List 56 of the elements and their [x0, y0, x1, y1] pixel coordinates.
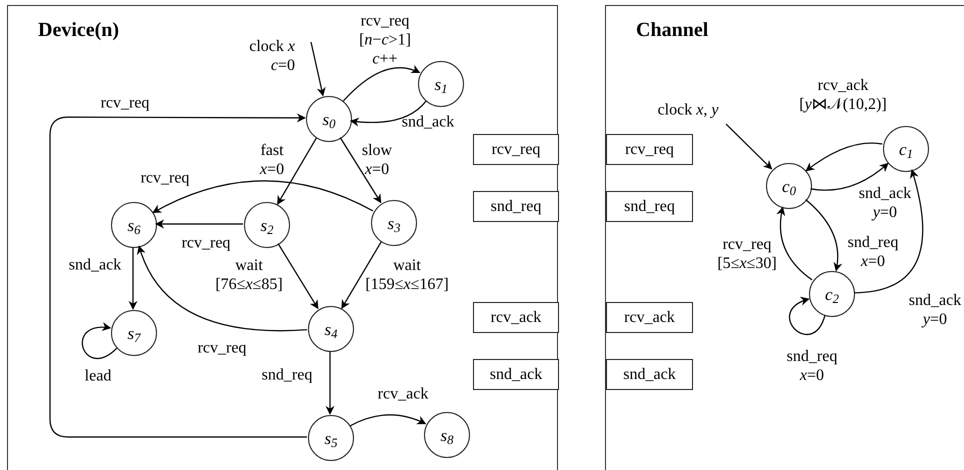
transition-arrow [776, 206, 812, 280]
edge-label: snd_req x=0 [848, 233, 898, 271]
transition-arrow [278, 243, 318, 310]
edge-label: snd_ack y=0 [858, 184, 912, 222]
transition-arrow [128, 247, 138, 310]
edge-label: rcv_ack [378, 384, 428, 404]
transition-arrow [805, 142, 882, 172]
channel-port-box: rcv_req [606, 134, 693, 165]
edge-label: wait [159≤x≤167] [365, 256, 449, 294]
edge-label: snd_ack [68, 256, 122, 274]
channel-port-box: snd_ack [606, 359, 693, 390]
edge-label: rcv_req [100, 94, 150, 112]
transition-arrow [805, 199, 842, 272]
transition-arrow [340, 137, 382, 204]
transition-arrow [326, 351, 334, 415]
edge-label: fast x=0 [260, 141, 284, 179]
panel-title: Channel [636, 20, 708, 40]
transition-arrow [310, 42, 326, 96]
transition-arrow [155, 220, 243, 228]
edge-label: rcv_req [198, 338, 246, 358]
edge-label: clock x, y [656, 100, 720, 120]
transition-arrow [854, 169, 924, 294]
transition-arrow [810, 162, 889, 191]
edge-label: snd_req x=0 [786, 347, 838, 385]
panel-title: Device(n) [38, 20, 120, 40]
channel-port-box: rcv_req [473, 134, 559, 165]
transition-arrow [137, 245, 308, 332]
edge-label: snd_ack y=0 [908, 291, 962, 329]
edge-label: rcv_req [140, 168, 190, 188]
edge-label: rcv_req [n−c>1] c++ [359, 12, 411, 68]
channel-port-box: snd_req [606, 191, 693, 222]
edge-label: lead [84, 366, 112, 386]
channel-port-box: snd_ack [473, 359, 559, 390]
edge-label: clock x c=0 [248, 37, 295, 75]
transition-arrow [152, 180, 374, 214]
edge-label: rcv_req [5≤x≤30] [717, 235, 777, 273]
transition-arrow [350, 100, 426, 126]
channel-port-box: rcv_ack [473, 302, 559, 333]
edge-label: rcv_ack [y⋈𝒩(10,2)] [799, 76, 887, 114]
channel-port-box: snd_req [473, 191, 559, 222]
edge-label: snd_ack [402, 112, 454, 132]
transition-arrow [350, 414, 426, 426]
channel-port-box: rcv_ack [606, 302, 693, 333]
edge-label: rcv_req [182, 234, 230, 252]
transition-arrow [341, 242, 382, 309]
transition-arrow [342, 65, 420, 102]
transition-arrow [82, 322, 118, 359]
process-panel [7, 5, 558, 470]
transition-arrow [49, 113, 307, 438]
transition-arrow [789, 298, 826, 335]
transition-arrow [277, 138, 317, 205]
edge-label: slow x=0 [362, 141, 392, 179]
edge-label: snd_req [262, 366, 312, 384]
transition-arrow [726, 124, 772, 170]
edge-label: wait [76≤x≤85] [215, 256, 283, 294]
process-panel [605, 5, 964, 470]
